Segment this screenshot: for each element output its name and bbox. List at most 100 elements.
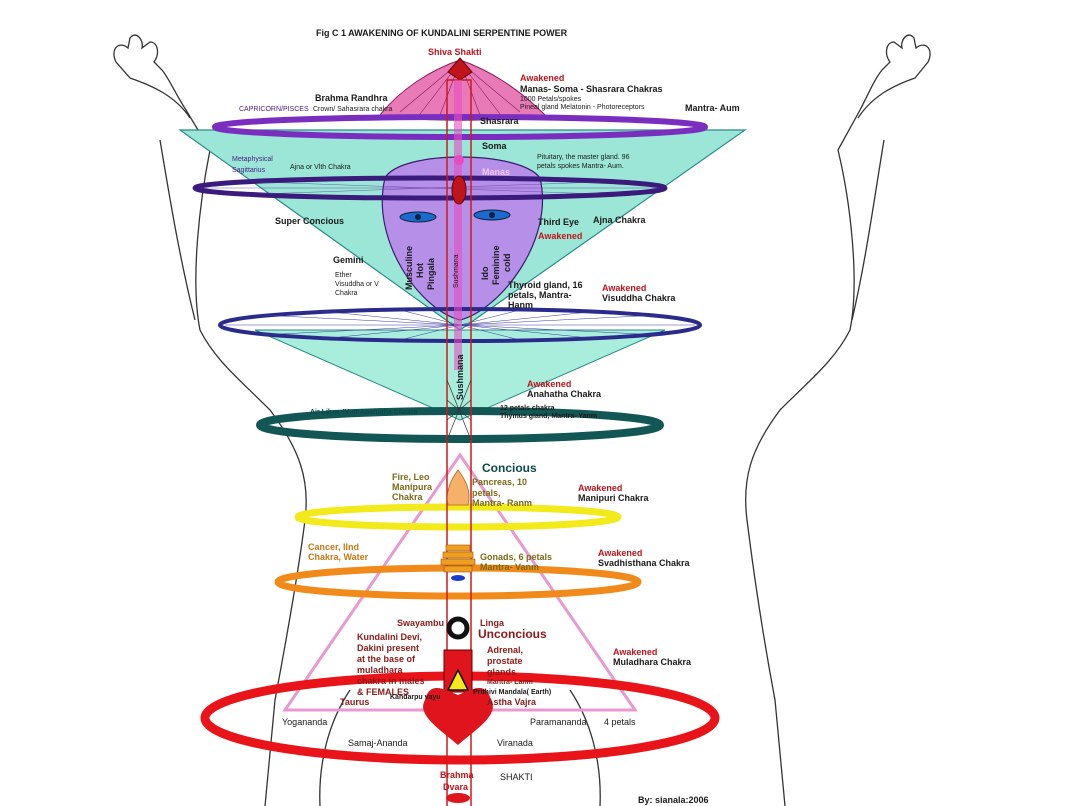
label-cancer-1: Cancer, IInd <box>308 542 360 552</box>
label-adrenal-3: glands <box>487 667 517 677</box>
right-pupil <box>489 212 495 218</box>
label-taurus: Taurus <box>340 697 370 707</box>
label-sagittarius: Sagittarius <box>232 167 266 174</box>
label-dvara: Dvara <box>443 782 469 792</box>
label-kundalini-6: & FEMALES <box>357 687 410 697</box>
label-petals-12: 12 petals chakra <box>500 405 555 412</box>
red-lotus-base <box>423 688 493 745</box>
label-yogananda: Yogananda <box>282 717 328 727</box>
diagram-title: Fig C 1 AWAKENING OF KUNDALINI SERPENTIN… <box>316 28 568 38</box>
soma-node <box>454 155 464 165</box>
label-ether-3: Chakra <box>335 290 358 297</box>
label-metaphysical: Metaphysical <box>232 156 273 163</box>
label-ether-1: Ether <box>335 272 352 279</box>
label-gemini: Gemini <box>333 255 364 265</box>
label-pancreas-2: petals, <box>472 488 501 498</box>
label-awakened-mula: Awakened <box>613 647 658 657</box>
ajna-spokes <box>200 181 660 195</box>
label-third-eye: Third Eye <box>538 217 580 227</box>
label-samaj: Samaj-Ananda <box>348 738 408 748</box>
label-shasrara: Shasrara <box>480 116 519 126</box>
crown-tip <box>447 57 473 81</box>
left-pupil <box>415 214 421 220</box>
label-adrenal-2: prostate <box>487 656 523 666</box>
label-cold: cold <box>502 253 512 272</box>
label-musculine: Musculine <box>404 245 414 290</box>
label-linga: Linga <box>480 618 504 628</box>
body-outline <box>113 34 931 806</box>
svadhisthana-stack <box>440 544 476 573</box>
label-ida: Ido <box>480 266 490 281</box>
label-ajna-chakra: Ajna Chakra <box>593 215 646 225</box>
label-petals-4: 4 petals <box>604 717 636 727</box>
label-viranada: Viranada <box>497 738 533 748</box>
label-feminine: Feminine <box>491 245 501 285</box>
label-kundalini-1: Kundalini Devi, <box>357 632 423 642</box>
label-thymus: Thymus gland, Mantra- Yanm <box>500 413 598 420</box>
label-concious: Concious <box>482 461 537 475</box>
label-astha-vajra: Astha Vajra <box>487 697 537 707</box>
label-thyroid-3: Hanm <box>508 300 534 310</box>
label-soma: Soma <box>482 141 507 151</box>
label-pancreas-1: Pancreas, 10 <box>472 477 528 487</box>
sushmana-lattice <box>446 379 472 441</box>
label-prithivi: Prithivi Mandala( Earth) <box>473 689 552 696</box>
label-adrenal-1: Adrenal, <box>487 645 524 655</box>
label-fire-3: Chakra <box>392 492 423 502</box>
label-kundalini-4: muladhara <box>357 665 403 675</box>
label-hot: Hot <box>415 263 425 278</box>
svadhisthana-gem <box>451 575 465 581</box>
label-manipuri: Manipuri Chakra <box>578 493 649 503</box>
label-awakened-svad: Awakened <box>598 548 643 558</box>
label-awakened-visuddha: Awakened <box>602 283 647 293</box>
label-kundalini-2: Dakini present <box>357 643 420 653</box>
label-pituitary-1: Pituitary, the master gland. 96 <box>537 154 630 161</box>
label-ajna-vith: Ajna or Vlth Chakra <box>290 164 351 171</box>
label-pituitary-2: petals spokes Mantra- Aum. <box>537 163 624 170</box>
manipura-chakra-ring <box>294 503 622 531</box>
label-awakened-crown: Awakened <box>520 73 565 83</box>
label-fire-2: Manipura <box>392 482 433 492</box>
label-air-libra: Air Libra, IV or Anahatha Chakra <box>310 409 418 416</box>
label-manas: Manas <box>482 167 511 177</box>
label-kundalini-3: at the base of <box>357 654 416 664</box>
label-kandarpu: Kandarpu vayu <box>390 694 441 701</box>
brahma-dvara-node <box>446 793 470 803</box>
label-sushmana-mid: Sushmana <box>455 354 465 400</box>
label-crown-sahasrara: Crown/ Sahasrara chakra <box>313 106 393 113</box>
label-brahma: Brahma <box>440 770 474 780</box>
label-cancer-2: Chakra, Water <box>308 552 369 562</box>
label-kundalini-5: chakra in males <box>357 676 425 686</box>
label-super-concious: Super Concious <box>275 216 345 226</box>
label-brahma-randhra: Brahma Randhra <box>315 93 388 103</box>
label-pancreas-3: Mantra- Ranm <box>472 498 533 508</box>
label-paramananda: Paramananda <box>530 717 587 727</box>
label-sushmana-top: Sushmana <box>453 254 460 288</box>
label-anahatha: Anahatha Chakra <box>527 389 602 399</box>
label-svadhisthana: Svadhisthana Chakra <box>598 558 690 568</box>
label-awakened-ajna: Awakened <box>538 231 583 241</box>
label-visuddha: Visuddha Chakra <box>602 293 676 303</box>
label-shakti: SHAKTI <box>500 772 533 782</box>
manas-node <box>451 175 467 205</box>
label-fire-1: Fire, Leo <box>392 472 430 482</box>
sushmana-core <box>454 80 462 370</box>
label-gonads-1: Gonads, 6 petals <box>480 552 553 562</box>
label-swayambu: Swayambu <box>397 618 445 628</box>
label-pingala: Pingala <box>426 257 436 290</box>
label-shiva-shakti: Shiva Shakti <box>428 47 482 57</box>
muladhara-triangle <box>446 668 470 691</box>
crown-lotus <box>379 59 547 121</box>
label-unconcious: Unconcious <box>478 627 547 641</box>
ajna-chakra-ring <box>192 175 668 201</box>
label-ether-2: Visuddha or V <box>335 281 379 288</box>
label-thyroid-2: petals, Mantra- <box>508 290 572 300</box>
label-mantra-aum-crown: Mantra- Aum <box>685 103 740 113</box>
label-pineal: Pineal gland Melatonin - Photoreceptors <box>520 104 645 111</box>
label-capricorn: CAPRICORN/PISCES <box>239 106 309 113</box>
swayambu-linga <box>446 616 470 640</box>
manipura-fire <box>446 469 470 506</box>
label-thyroid-1: Thyroid gland, 16 <box>508 280 583 290</box>
label-gonads-2: Mantra- Vanm <box>480 562 540 572</box>
